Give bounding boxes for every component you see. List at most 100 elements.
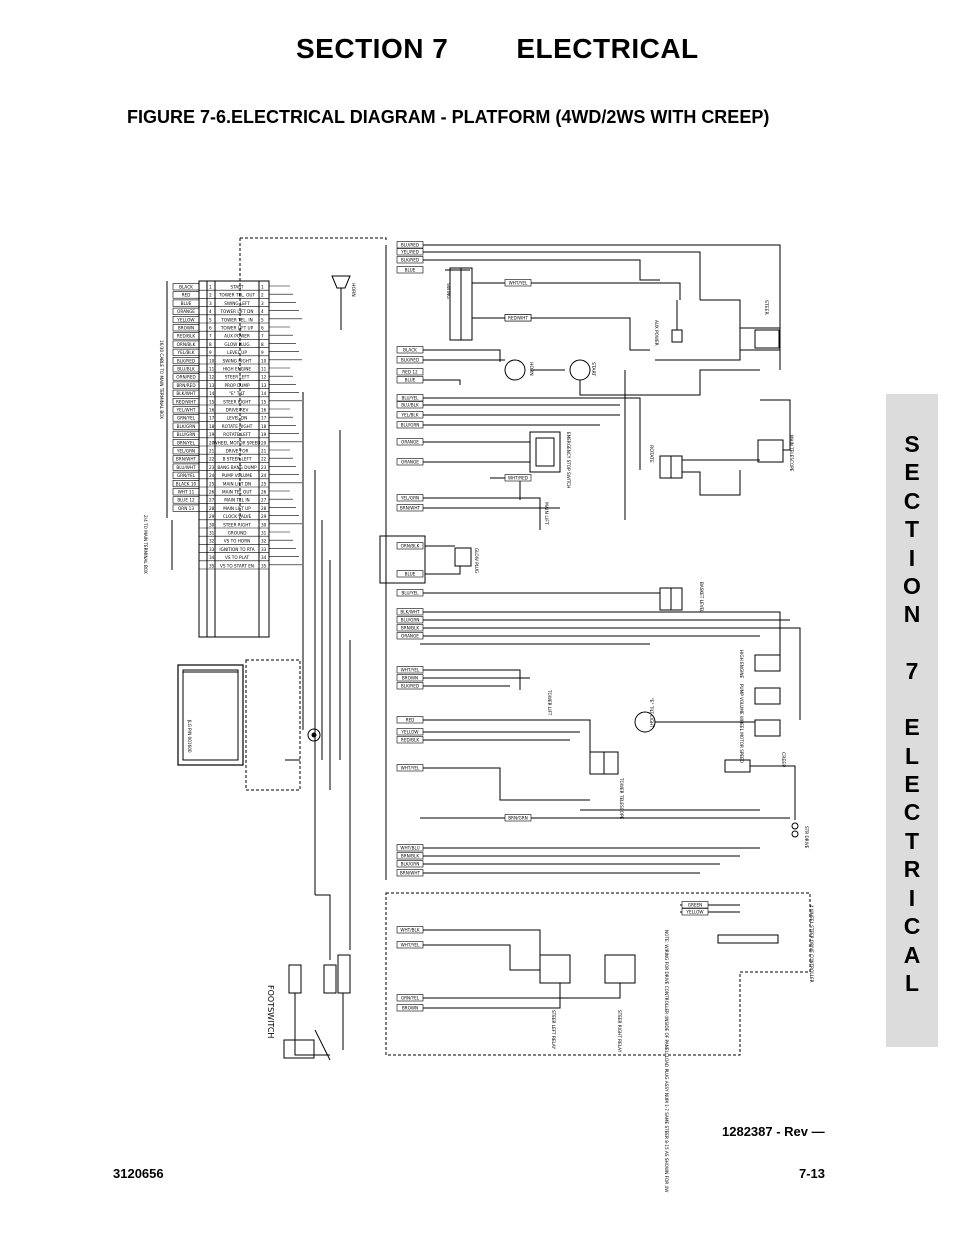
terminal-number-right: 32 — [261, 539, 267, 544]
wire-tag-label: BLK/GRN — [401, 862, 420, 867]
wire-color-label: GRN/YEL — [177, 416, 196, 421]
wire-label-box — [172, 430, 200, 438]
terminal-function-label: "E" TILT — [229, 391, 245, 396]
terminal-number: 1 — [209, 285, 212, 290]
wire-color-label: YEL/GRN — [176, 449, 195, 454]
four-wheel-steer-label: 4 WHEEL STEER DRIVE CONTROLLER — [809, 905, 814, 983]
terminal-function-label: STEER LEFT — [225, 375, 250, 380]
wire-tag-label: BLU/RED — [401, 243, 419, 248]
wire-label-box — [172, 447, 200, 455]
terminal-function-label: START — [231, 285, 244, 290]
wire-tag-box — [396, 438, 424, 446]
wire-tag-box — [396, 346, 424, 354]
wire-label-box — [172, 340, 200, 348]
wire-tag-label: BLK/WHT — [400, 610, 420, 615]
wire-label-box — [172, 455, 200, 463]
wire-tag-label: WHT/YEL — [401, 766, 420, 771]
steer-left-relay-label: STEER LEFT RELAY — [551, 1010, 556, 1049]
terminal-number: 19 — [209, 432, 215, 437]
wire-tag-box — [396, 411, 424, 419]
drive-controller-note: NOTE: WIRING FOR DRIVE CONTROLLER (INSID… — [664, 930, 669, 1192]
terminal-number-right: 35 — [261, 563, 267, 568]
wire-tag-box — [396, 860, 424, 868]
figure-title: FIGURE 7-6.ELECTRICAL DIAGRAM - PLATFORM… — [127, 107, 770, 127]
wire-color-label: ORN/RED — [176, 375, 196, 380]
terminal-function-label: MAIN TEL IN — [224, 498, 249, 503]
terminal-number: 28 — [209, 506, 215, 511]
terminal-number: 13 — [209, 383, 215, 388]
terminal-number: 23 — [209, 465, 215, 470]
wire-tag-label: YEL/BLK — [401, 413, 419, 418]
wire-tags: BLU/REDYEL/REDBLK/REDBLUEWHT/YELYEL/WHTR… — [396, 241, 709, 1012]
wire-tag-box — [396, 941, 424, 949]
terminal-function-label: HIGH ENGINE — [223, 367, 251, 372]
wire-tag-box — [396, 368, 424, 376]
wire-color-label: ORANGE — [177, 309, 195, 314]
side-tab-letter: N — [903, 601, 921, 628]
wire-tag-label: BLUE — [405, 572, 416, 577]
emergency-stop-label: EMERGENCY STOP SWITCH — [566, 432, 571, 488]
wire-color-label: BLU/WHT — [176, 465, 196, 470]
start-label: START — [590, 362, 596, 376]
wire-tag-box — [396, 682, 424, 690]
pump-volume-label: PUMP VOLUME — [739, 684, 744, 715]
terminal-number-right: 3 — [261, 301, 264, 306]
terminal-function-label: STEER RIGHT — [223, 522, 251, 527]
terminal-number-right: 9 — [261, 350, 264, 355]
component-labels: HORN START HORN SWING STEER AUX POWER EM… — [143, 283, 814, 1192]
wire-tag-box — [396, 376, 424, 384]
terminal-function-label: GROUND — [228, 531, 247, 536]
wire-tag-label: WHT/YEL — [509, 281, 528, 286]
terminal-function-label: VS TO PLAT — [225, 555, 250, 560]
terminal-number: 3 — [209, 301, 212, 306]
wire-tag-box — [504, 279, 532, 287]
side-tab-letter: R — [903, 856, 921, 883]
wire-label-box — [172, 422, 200, 430]
terminal-number: 20 — [209, 440, 215, 445]
high-engine-label: HIGH ENGINE — [739, 650, 744, 678]
side-tab-letter: I — [908, 884, 916, 911]
terminal-function-label: TOWER TEL. OUT — [218, 293, 255, 298]
wire-color-label: BLU/BLK — [177, 367, 195, 372]
wire-label-box — [172, 381, 200, 389]
wire-tag-label: BLUE — [405, 378, 416, 383]
wire-label-box — [172, 471, 200, 479]
terminal-function-label: MAIN TEL OUT — [222, 490, 252, 495]
terminal-number-right: 13 — [261, 383, 267, 388]
wire-color-label: BLK/GRN — [177, 424, 196, 429]
side-tab-letter: A — [903, 941, 921, 968]
terminal-function-label: TOWER TEL. IN — [220, 317, 252, 322]
wire-tag-label: BLU/GRN — [401, 618, 420, 623]
wire-tag-box — [681, 908, 709, 916]
wire-label-box — [172, 463, 200, 471]
wire-label-box — [172, 488, 200, 496]
terminal-number-right: 30 — [261, 522, 267, 527]
wire-tag-box — [396, 256, 424, 264]
terminal-number-right: 4 — [261, 309, 264, 314]
terminal-function-label: IGNITION TO RTA — [219, 547, 254, 552]
wire-tag-box — [396, 589, 424, 597]
terminal-number-right: 28 — [261, 506, 267, 511]
wire-tag-label: WHT/BLK — [400, 928, 419, 933]
wire-tag-label: ORANGE — [401, 460, 419, 465]
steer-right-relay-label: STEER RIGHT RELAY — [617, 1010, 622, 1053]
terminal-number-right: 33 — [261, 547, 267, 552]
terminal-function-label: ROTATE LEFT — [223, 432, 251, 437]
wire-label-box — [172, 479, 200, 488]
wire-label-box — [172, 438, 200, 447]
wire-color-label: YEL/BLK — [177, 350, 195, 355]
terminal-function-label: PUMP VOLUME — [222, 473, 253, 478]
terminal-function-label: SWING RIGHT — [223, 358, 252, 363]
terminal-number: 21 — [209, 449, 215, 454]
wire-tag-label: BROWN — [402, 1006, 418, 1011]
tower-telescope-label: TOWER TELESCOPE — [619, 777, 624, 819]
wire-tag-label: RED 12 — [402, 370, 418, 375]
wire-label-box — [172, 291, 200, 299]
terminal-number-right: 34 — [261, 555, 267, 560]
terminal-function-label: CLOCK VALVE — [223, 514, 252, 519]
glow-plug-label: GLOW PLUG — [474, 548, 479, 573]
wire-tag-box — [396, 764, 424, 772]
steer-label: STEER — [763, 300, 769, 316]
terminal-number: 33 — [209, 547, 215, 552]
side-tab-letter: E — [904, 459, 920, 486]
